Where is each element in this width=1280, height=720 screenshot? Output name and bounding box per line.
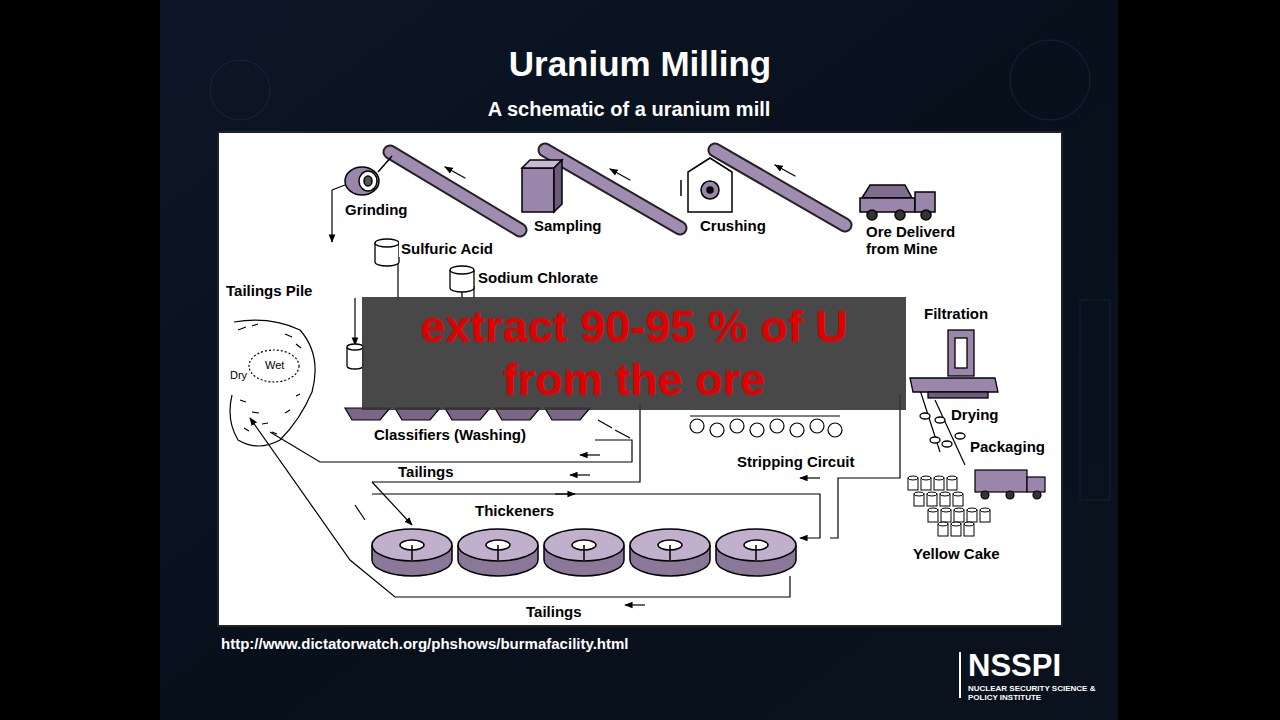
logo-subtext: NUCLEAR SECURITY SCIENCE & POLICY INSTIT… — [968, 684, 1096, 702]
stripping-tanks — [690, 416, 842, 437]
overlay-text: extract 90-95 % of U from the ore — [370, 301, 898, 406]
stream-label: Tailings — [524, 603, 584, 620]
product-label: Yellow Cake — [911, 545, 1002, 562]
crusher — [681, 158, 732, 212]
stage-label: Grinding — [343, 201, 410, 218]
stage-label: Sampling — [532, 217, 604, 234]
transport-truck — [975, 470, 1045, 499]
ore-truck — [860, 185, 935, 220]
filtration-drying — [910, 330, 998, 447]
stage-label: Thickeners — [473, 502, 556, 519]
stage-label: Stripping Circuit — [735, 453, 857, 470]
thickeners — [372, 529, 796, 576]
zone-label: Wet — [263, 359, 286, 372]
source-url: http://www.dictatorwatch.org/phshows/bur… — [221, 635, 629, 652]
conveyors — [390, 150, 845, 230]
stage-label: Drying — [949, 406, 1001, 423]
stage-label: Crushing — [698, 217, 768, 234]
stage-label: Classifiers (Washing) — [372, 426, 528, 443]
tailings-pile — [230, 320, 315, 446]
stage-label: Packaging — [968, 438, 1047, 455]
stream-label: Tailings — [396, 463, 456, 480]
slide-ground — [160, 0, 1118, 720]
stage-label: Filtration — [922, 305, 990, 322]
subtitle: A schematic of a uranium mill — [488, 98, 771, 121]
reagent-label: Sulfuric Acid — [399, 240, 495, 257]
overlay-box: extract 90-95 % of U from the ore — [362, 297, 906, 410]
sampler — [522, 160, 562, 212]
schematic-panel — [218, 132, 1062, 626]
flow-lines — [250, 185, 965, 605]
logo-bar — [959, 652, 961, 698]
logo-text: NSSPI — [968, 648, 1061, 684]
reagent-label: Sodium Chlorate — [476, 269, 600, 286]
zone-label: Dry — [228, 369, 249, 382]
slide-title: Uranium Milling — [509, 44, 772, 84]
stage-label: Ore Deliverd from Mine — [864, 223, 974, 258]
grinding-mill — [345, 156, 392, 195]
stage-label: Tailings Pile — [224, 282, 314, 299]
